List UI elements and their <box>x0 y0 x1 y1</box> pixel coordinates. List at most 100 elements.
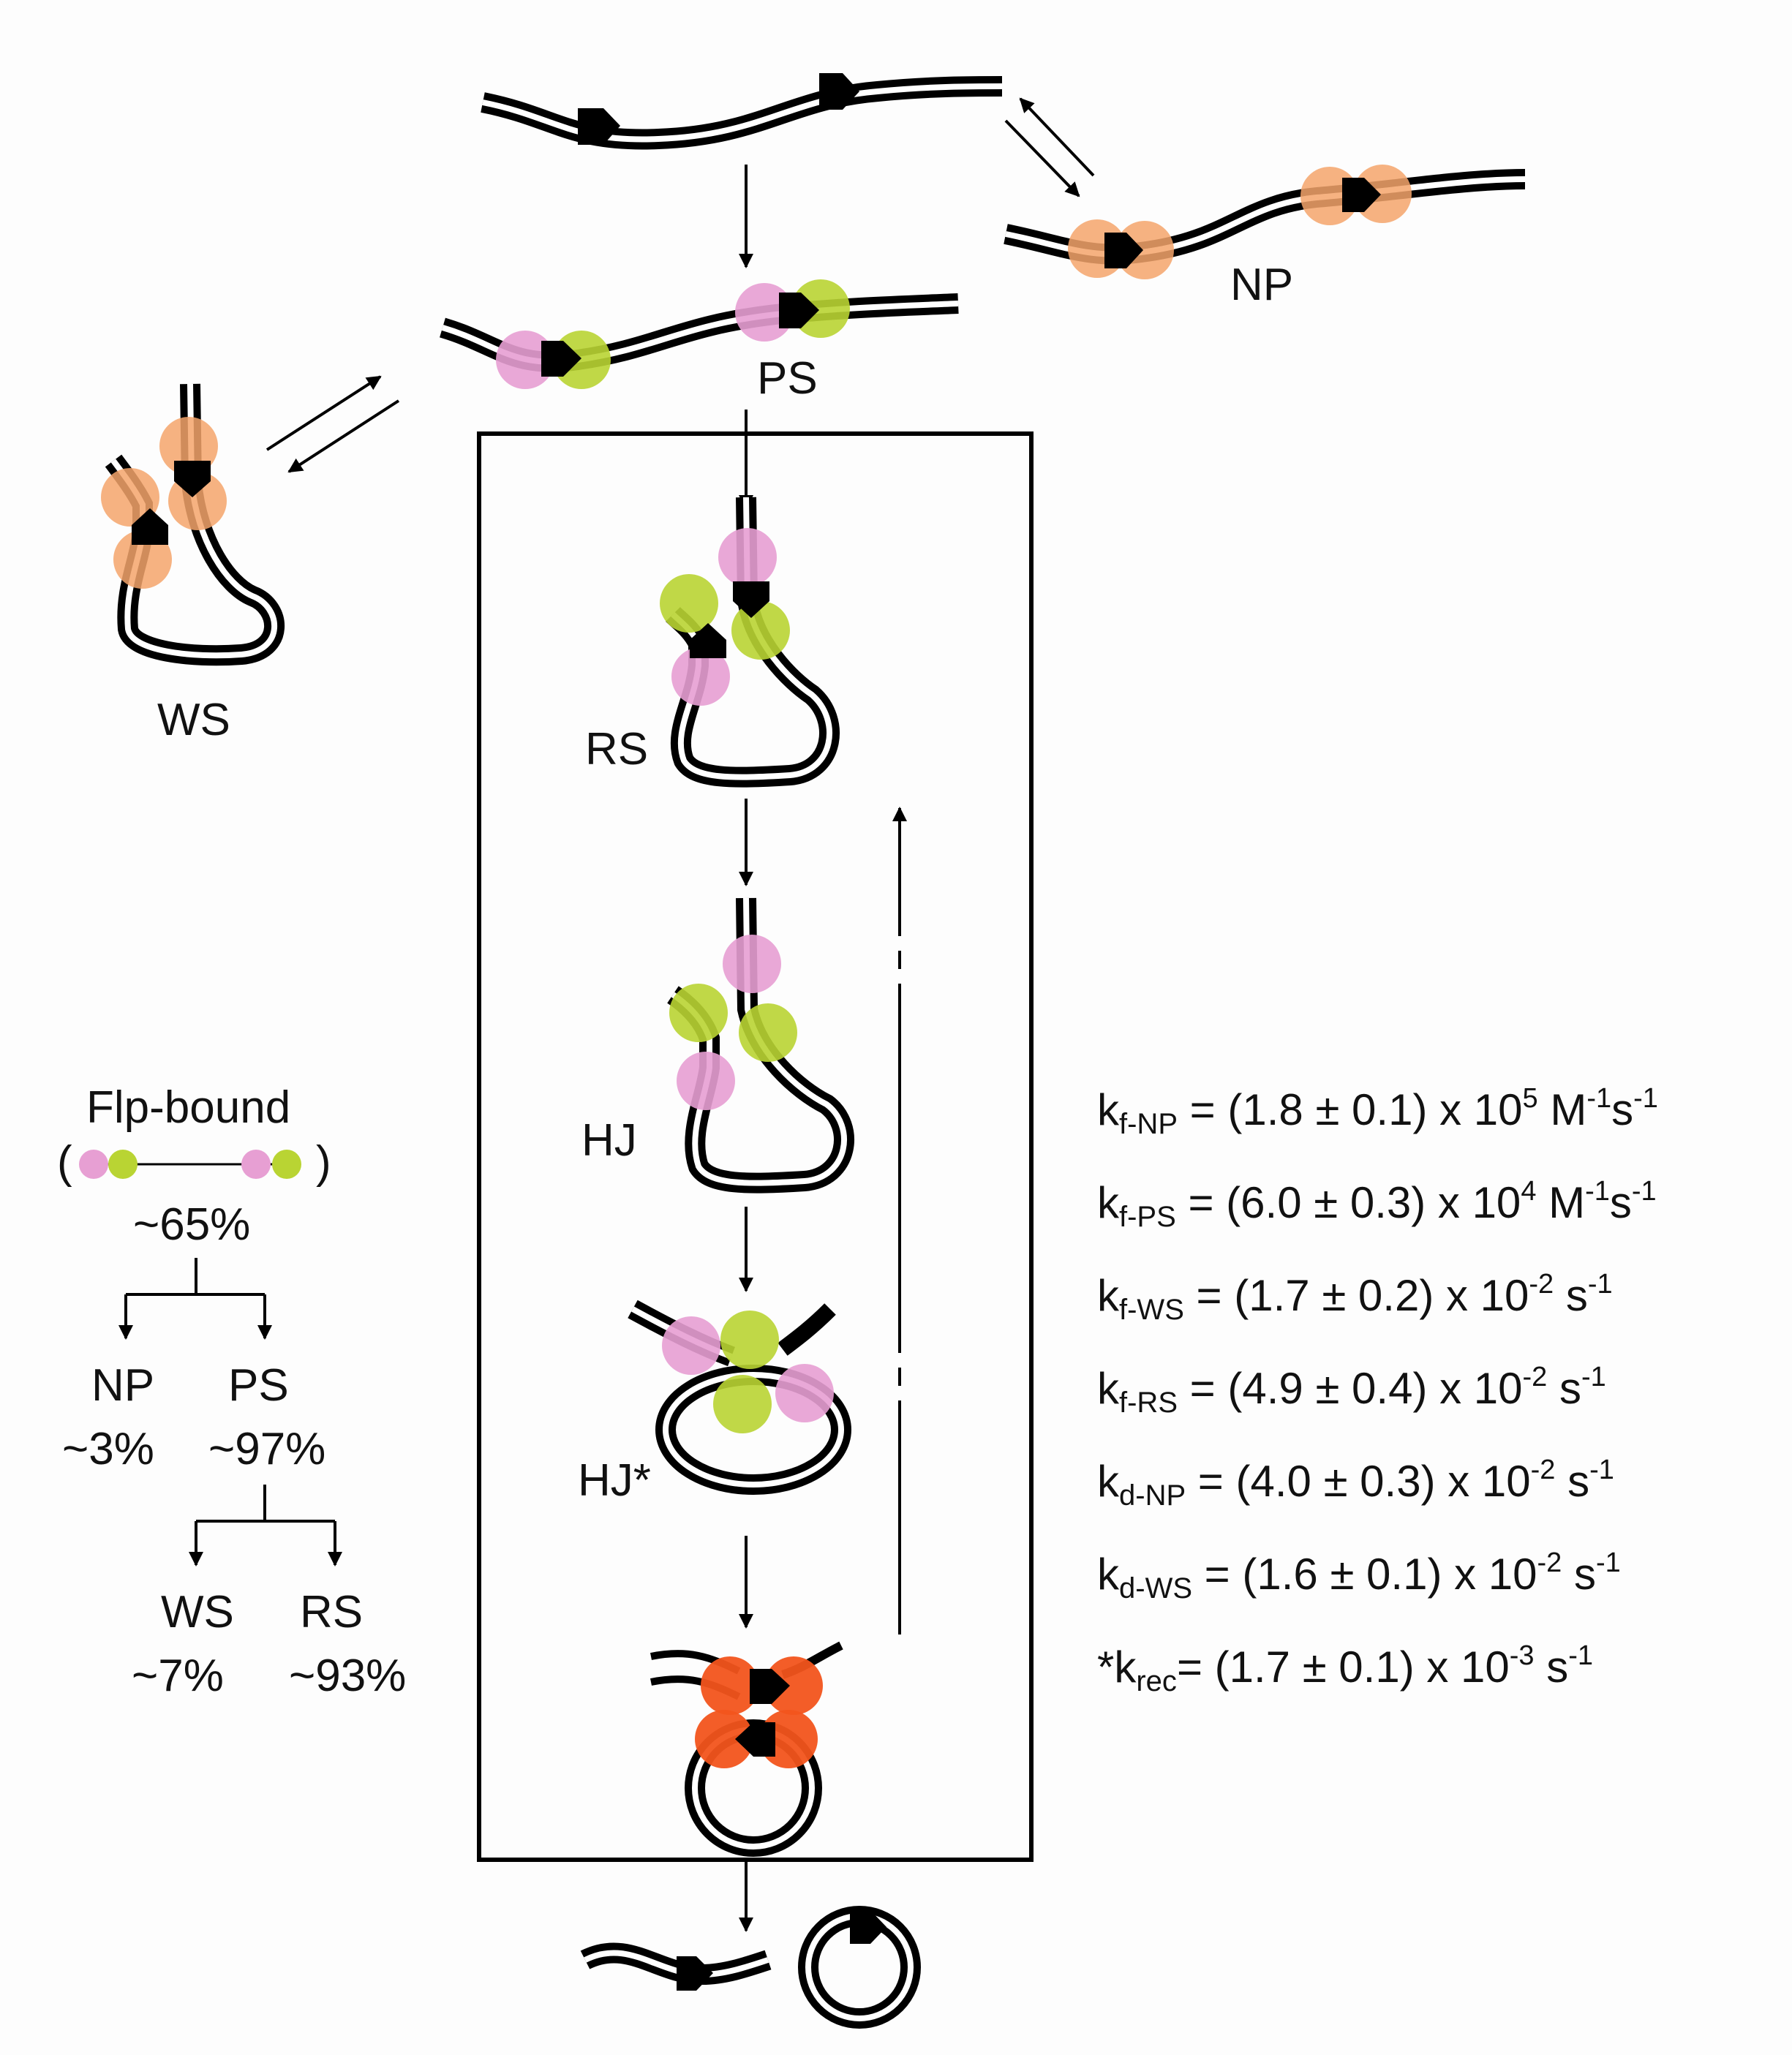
rate-body: = (4.9 ± 0.4) x 10 <box>1178 1364 1523 1413</box>
frt-site-arrow <box>541 341 581 377</box>
flp-monomer-pink <box>718 528 777 587</box>
rate-prefix: k <box>1097 1457 1120 1506</box>
rate-unit-a: M <box>1538 1085 1587 1134</box>
flp-monomer-pink <box>496 331 554 389</box>
legend-ps-pct: ~97% <box>208 1424 325 1474</box>
rate-exp: -2 <box>1523 1362 1548 1392</box>
flp-monomer-red <box>764 1656 823 1715</box>
rate-body: = (4.0 ± 0.3) x 10 <box>1186 1457 1531 1506</box>
rate-sub: f-WS <box>1119 1294 1184 1326</box>
rate-unit-b: s <box>1555 1457 1589 1506</box>
rate-exp: 5 <box>1523 1083 1538 1114</box>
rate-unit-b: s <box>1554 1271 1588 1320</box>
rate-prefix: k <box>1097 1364 1120 1413</box>
flp-monomer-pink <box>723 935 781 993</box>
legend-rs-pct: ~93% <box>289 1651 406 1701</box>
legend-open-paren: ( <box>57 1137 72 1188</box>
legend-ws-label: WS <box>161 1587 234 1637</box>
flp-monomer-pink <box>662 1316 720 1375</box>
flp-monomer-lime <box>108 1150 138 1179</box>
np-complex: NP <box>1004 165 1526 310</box>
flp-monomer-orange <box>101 468 159 527</box>
rate-sub: d-WS <box>1119 1572 1192 1605</box>
rate-constant-line: kf-RS = (4.9 ± 0.4) x 10-2 s-1 <box>1097 1362 1606 1419</box>
rate-constant-line: kf-NP = (1.8 ± 0.1) x 105 M-1s-1 <box>1097 1083 1658 1140</box>
rate-constant-line: kd-WS = (1.6 ± 0.1) x 10-2 s-1 <box>1097 1547 1621 1605</box>
rate-sub: f-PS <box>1119 1201 1176 1233</box>
rate-prefix: *k <box>1097 1643 1137 1692</box>
flp-monomer-pink <box>775 1364 834 1422</box>
flp-monomer-lime <box>660 574 718 633</box>
flp-monomer-lime <box>720 1311 779 1369</box>
frt-site-arrow <box>132 508 168 545</box>
rate-body: = (1.7 ± 0.2) x 10 <box>1184 1271 1529 1320</box>
frt-site-arrow <box>779 293 819 328</box>
rate-body: = (1.6 ± 0.1) x 10 <box>1192 1550 1537 1599</box>
rate-unit-b-exp: -1 <box>1632 1176 1657 1207</box>
frt-site-arrow <box>578 108 620 145</box>
flp-monomer-pink <box>677 1052 735 1110</box>
equilibrium-free-np <box>1004 97 1095 197</box>
legend-title: Flp-bound <box>86 1082 290 1133</box>
hj-complex: HJ <box>581 897 854 1194</box>
rate-constant-line: *krec= (1.7 ± 0.1) x 10-3 s-1 <box>1097 1640 1593 1697</box>
rate-sub: f-RS <box>1119 1387 1178 1419</box>
flp-monomer-lime <box>713 1375 772 1433</box>
rate-unit-b: s <box>1611 1085 1633 1134</box>
rate-unit-b: s <box>1535 1643 1569 1692</box>
rate-exp: -2 <box>1531 1455 1556 1485</box>
flp-monomer-lime <box>669 984 728 1042</box>
rate-prefix: k <box>1097 1085 1120 1134</box>
flp-monomer-orange <box>1353 165 1412 223</box>
rate-exp: -3 <box>1510 1640 1535 1671</box>
rate-unit-b: s <box>1547 1364 1581 1413</box>
rate-constant-line: kf-WS = (1.7 ± 0.2) x 10-2 s-1 <box>1097 1269 1613 1326</box>
frt-site-arrow <box>690 623 726 658</box>
rate-unit-b-exp: -1 <box>1581 1362 1606 1392</box>
legend-ps-label: PS <box>228 1360 289 1411</box>
flp-monomer-pink <box>671 647 730 706</box>
rate-unit-b-exp: -1 <box>1588 1269 1613 1300</box>
frt-site-arrow <box>733 581 769 618</box>
frt-site-arrow <box>677 1956 713 1991</box>
rate-prefix: k <box>1097 1178 1120 1227</box>
ps-complex: PS <box>439 279 959 404</box>
final-products <box>580 1906 921 2029</box>
free-dna <box>481 73 1003 150</box>
state-label-np: NP <box>1230 260 1293 310</box>
rate-body: = (1.8 ± 0.1) x 10 <box>1178 1085 1523 1134</box>
legend-ws-pct: ~7% <box>132 1651 224 1701</box>
legend-np-pct: ~3% <box>62 1424 154 1474</box>
state-label-rs: RS <box>585 724 648 774</box>
rate-unit-a-exp: -1 <box>1585 1176 1610 1207</box>
rs-complex: RS <box>585 497 840 788</box>
state-label-hj-star: HJ* <box>578 1455 651 1506</box>
frt-site-arrow <box>735 1722 775 1757</box>
product-complex <box>650 1641 843 1857</box>
state-label-hj: HJ <box>581 1115 637 1166</box>
rate-constant-line: kf-PS = (6.0 ± 0.3) x 104 M-1s-1 <box>1097 1176 1657 1233</box>
rate-exp: -2 <box>1529 1269 1554 1300</box>
rate-unit-b-exp: -1 <box>1633 1083 1658 1114</box>
flp-monomer-red <box>701 1656 759 1715</box>
rate-constants: kf-NP = (1.8 ± 0.1) x 105 M-1s-1kf-PS = … <box>1097 1083 1658 1697</box>
flp-monomer-orange <box>1115 221 1174 279</box>
equilibrium-ps-ws <box>266 375 400 473</box>
legend-close-paren: ) <box>316 1137 331 1188</box>
rate-unit-a-exp: -1 <box>1586 1083 1611 1114</box>
rate-body: = (1.7 ± 0.1) x 10 <box>1177 1643 1510 1692</box>
frt-site-arrow <box>819 73 859 110</box>
population-legend: Flp-bound ( ) ~65% NP ~3% PS ~97% WS ~7%… <box>57 1082 406 1701</box>
frt-site-arrow <box>1342 178 1381 212</box>
frt-site-arrow <box>174 461 211 497</box>
ws-complex: WS <box>101 383 285 745</box>
rate-sub: d-NP <box>1119 1479 1186 1512</box>
rate-sub: f-NP <box>1119 1108 1178 1140</box>
recombination-pathway-box <box>477 431 1034 1862</box>
rate-prefix: k <box>1097 1271 1120 1320</box>
flp-monomer-red <box>695 1710 753 1768</box>
state-label-ps: PS <box>757 353 818 404</box>
flp-monomer-pink <box>241 1150 271 1179</box>
rate-unit-b: s <box>1610 1178 1632 1227</box>
